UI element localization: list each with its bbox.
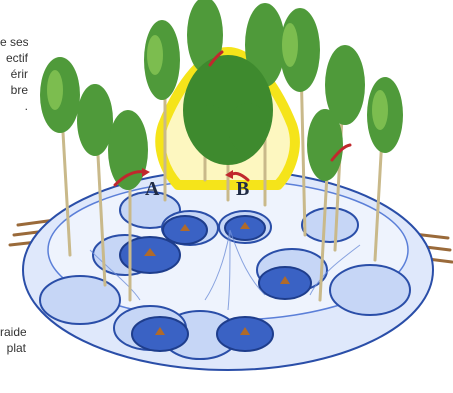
text-fragment: érir (0, 66, 28, 82)
label-a: A (145, 178, 159, 201)
text-fragment: raide (0, 324, 26, 340)
root-cylinder (302, 208, 358, 242)
label-b: B (236, 178, 249, 201)
text-fragment: ectif (0, 50, 28, 66)
text-fragment: . (0, 98, 28, 114)
root-cylinder (330, 265, 410, 315)
text-fragment: e ses (0, 34, 28, 50)
text-fragments-bottom: raide plat (0, 324, 26, 356)
root-cylinder (40, 276, 120, 324)
text-fragment: bre (0, 82, 28, 98)
text-fragments-top: e ses ectif érir bre . (0, 34, 28, 114)
text-fragment: plat (0, 340, 26, 356)
